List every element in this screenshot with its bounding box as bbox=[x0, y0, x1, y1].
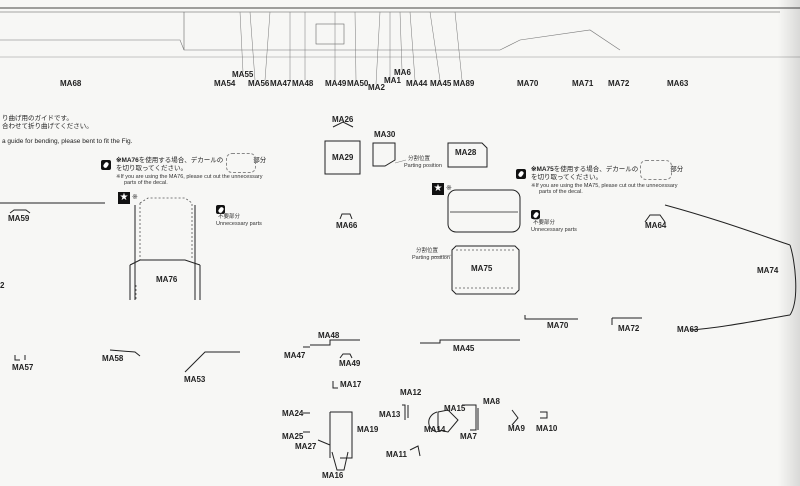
unnecessary-swatch-icon bbox=[531, 210, 540, 219]
ma76-note-tail: 部分 bbox=[253, 157, 267, 164]
part-label-ma59: MA59 bbox=[8, 214, 30, 223]
part-label-ma47: MA47 bbox=[284, 351, 306, 360]
unnecessary-swatch-icon bbox=[216, 205, 225, 214]
ma75-decal-swatch bbox=[640, 160, 672, 180]
star-mark-icon: ★ bbox=[432, 183, 444, 195]
part-label-ma19: MA19 bbox=[357, 425, 379, 434]
top-label-ma54: MA54 bbox=[214, 79, 236, 88]
part-label-ma63: MA63 bbox=[677, 325, 699, 334]
ma75-note-en1: ※If you are using the MA75, please cut o… bbox=[531, 182, 678, 189]
ma75-note-en2: parts of the decal. bbox=[539, 189, 583, 196]
part-label-ma11: MA11 bbox=[386, 450, 407, 459]
ma75-note-tail: 部分 bbox=[670, 166, 684, 173]
part-label-ma26: MA26 bbox=[332, 115, 354, 124]
part-label-ma9: MA9 bbox=[508, 424, 525, 433]
parting-jp-label: 分割位置 bbox=[416, 248, 439, 254]
top-label-ma6: MA6 bbox=[394, 68, 411, 77]
part-label-ma53: MA53 bbox=[184, 375, 206, 384]
top-label-ma72: MA72 bbox=[608, 79, 630, 88]
bending-guide-note: り曲げ用のガイドです。 合わせて折り曲げてください。 a guide for b… bbox=[2, 115, 132, 146]
part-label-ma76: MA76 bbox=[156, 275, 178, 284]
scan-shadow bbox=[778, 0, 800, 486]
top-label-ma70: MA70 bbox=[517, 79, 539, 88]
part-label-ma13: MA13 bbox=[379, 410, 401, 419]
guide-note-en: a guide for bending, please bent to fit … bbox=[2, 137, 133, 145]
brush-icon bbox=[101, 160, 111, 170]
part-label-ma48: MA48 bbox=[318, 331, 340, 340]
guide-note-jp1: り曲げ用のガイドです。 bbox=[2, 115, 73, 122]
part-label-ma75: MA75 bbox=[471, 264, 493, 273]
parting-en-label: Parting position bbox=[404, 163, 442, 169]
top-label-ma44: MA44 bbox=[406, 79, 428, 88]
top-label-ma47: MA47 bbox=[270, 79, 292, 88]
top-label-ma49: MA49 bbox=[325, 79, 347, 88]
ma76-note-rest: を使用する場合、デカールの bbox=[138, 157, 224, 164]
part-label-ma12: MA12 bbox=[400, 388, 422, 397]
ma76-note-en1: ※If you are using the MA76, please cut o… bbox=[116, 173, 263, 180]
guide-note-jp2: 合わせて折り曲げてください。 bbox=[2, 123, 93, 131]
part-label-ma14: MA14 bbox=[424, 425, 446, 434]
part-label-ma57: MA57 bbox=[12, 363, 34, 372]
part-label-ma25: MA25 bbox=[282, 432, 304, 441]
part-label-ma27: MA27 bbox=[295, 442, 317, 451]
top-label-ma71: MA71 bbox=[572, 79, 594, 88]
top-label-ma1: MA1 bbox=[384, 76, 401, 85]
part-label-ma16: MA16 bbox=[322, 471, 344, 480]
unnecessary-jp-label: 不要部分 bbox=[533, 220, 556, 226]
ma76-note-en2: parts of the decal. bbox=[124, 180, 168, 187]
parting-jp-label: 分割位置 bbox=[408, 156, 431, 162]
top-label-ma2: MA2 bbox=[368, 83, 385, 92]
ma76-decal-note: ※MA76を使用する場合、デカールの 部分 を切り取ってください。 ※If you… bbox=[116, 157, 266, 187]
top-label-ma45: MA45 bbox=[430, 79, 452, 88]
star-suffix: ※ bbox=[446, 185, 452, 192]
part-label-ma10: MA10 bbox=[536, 424, 558, 433]
unnecessary-en-label: Unnecessary parts bbox=[531, 227, 577, 233]
parting-en-label: Parting position bbox=[412, 255, 450, 261]
unnecessary-jp-label: 不要部分 bbox=[218, 214, 241, 220]
part-label-ma8: MA8 bbox=[483, 397, 500, 406]
top-label-ma55: MA55 bbox=[232, 70, 254, 79]
part-label-ma58: MA58 bbox=[102, 354, 124, 363]
part-label-ma28: MA28 bbox=[455, 148, 477, 157]
brush-icon bbox=[516, 169, 526, 179]
part-label-ma49: MA49 bbox=[339, 359, 361, 368]
top-label-ma63: MA63 bbox=[667, 79, 689, 88]
top-label-ma89: MA89 bbox=[453, 79, 475, 88]
part-label-ma29: MA29 bbox=[332, 153, 354, 162]
top-label-ma50: MA50 bbox=[347, 79, 369, 88]
star-mark-icon: ★ bbox=[118, 192, 130, 204]
part-label-ma15: MA15 bbox=[444, 404, 466, 413]
part-label-ma64: MA64 bbox=[645, 221, 667, 230]
ma75-decal-note: ※MA75を使用する場合、デカールの 部分 を切り取ってください。 ※If you… bbox=[531, 166, 683, 196]
part-label-ma7: MA7 bbox=[460, 432, 477, 441]
star-suffix: ※ bbox=[132, 194, 138, 201]
part-label-ma70: MA70 bbox=[547, 321, 569, 330]
ma75-note-bold: ※MA75 bbox=[531, 166, 554, 173]
part-label-ma30: MA30 bbox=[374, 130, 396, 139]
part-label-ma17: MA17 bbox=[340, 380, 362, 389]
ma75-note-rest: を使用する場合、デカールの bbox=[553, 166, 639, 173]
part-label-ma66: MA66 bbox=[336, 221, 358, 230]
part-label-ma74: MA74 bbox=[757, 266, 779, 275]
ma76-note-jp2: を切り取ってください。 bbox=[116, 165, 187, 173]
ma76-decal-swatch bbox=[226, 153, 256, 173]
ma75-note-jp2: を切り取ってください。 bbox=[531, 174, 602, 182]
unnecessary-en-label: Unnecessary parts bbox=[216, 221, 262, 227]
top-label-ma48: MA48 bbox=[292, 79, 314, 88]
top-label-ma68: MA68 bbox=[60, 79, 82, 88]
part-label-ma72: MA72 bbox=[618, 324, 640, 333]
part-label-ma45: MA45 bbox=[453, 344, 475, 353]
part-label-2: 2 bbox=[0, 281, 5, 290]
top-label-ma56: MA56 bbox=[248, 79, 270, 88]
part-label-ma24: MA24 bbox=[282, 409, 304, 418]
ma76-note-bold: ※MA76 bbox=[116, 157, 139, 164]
